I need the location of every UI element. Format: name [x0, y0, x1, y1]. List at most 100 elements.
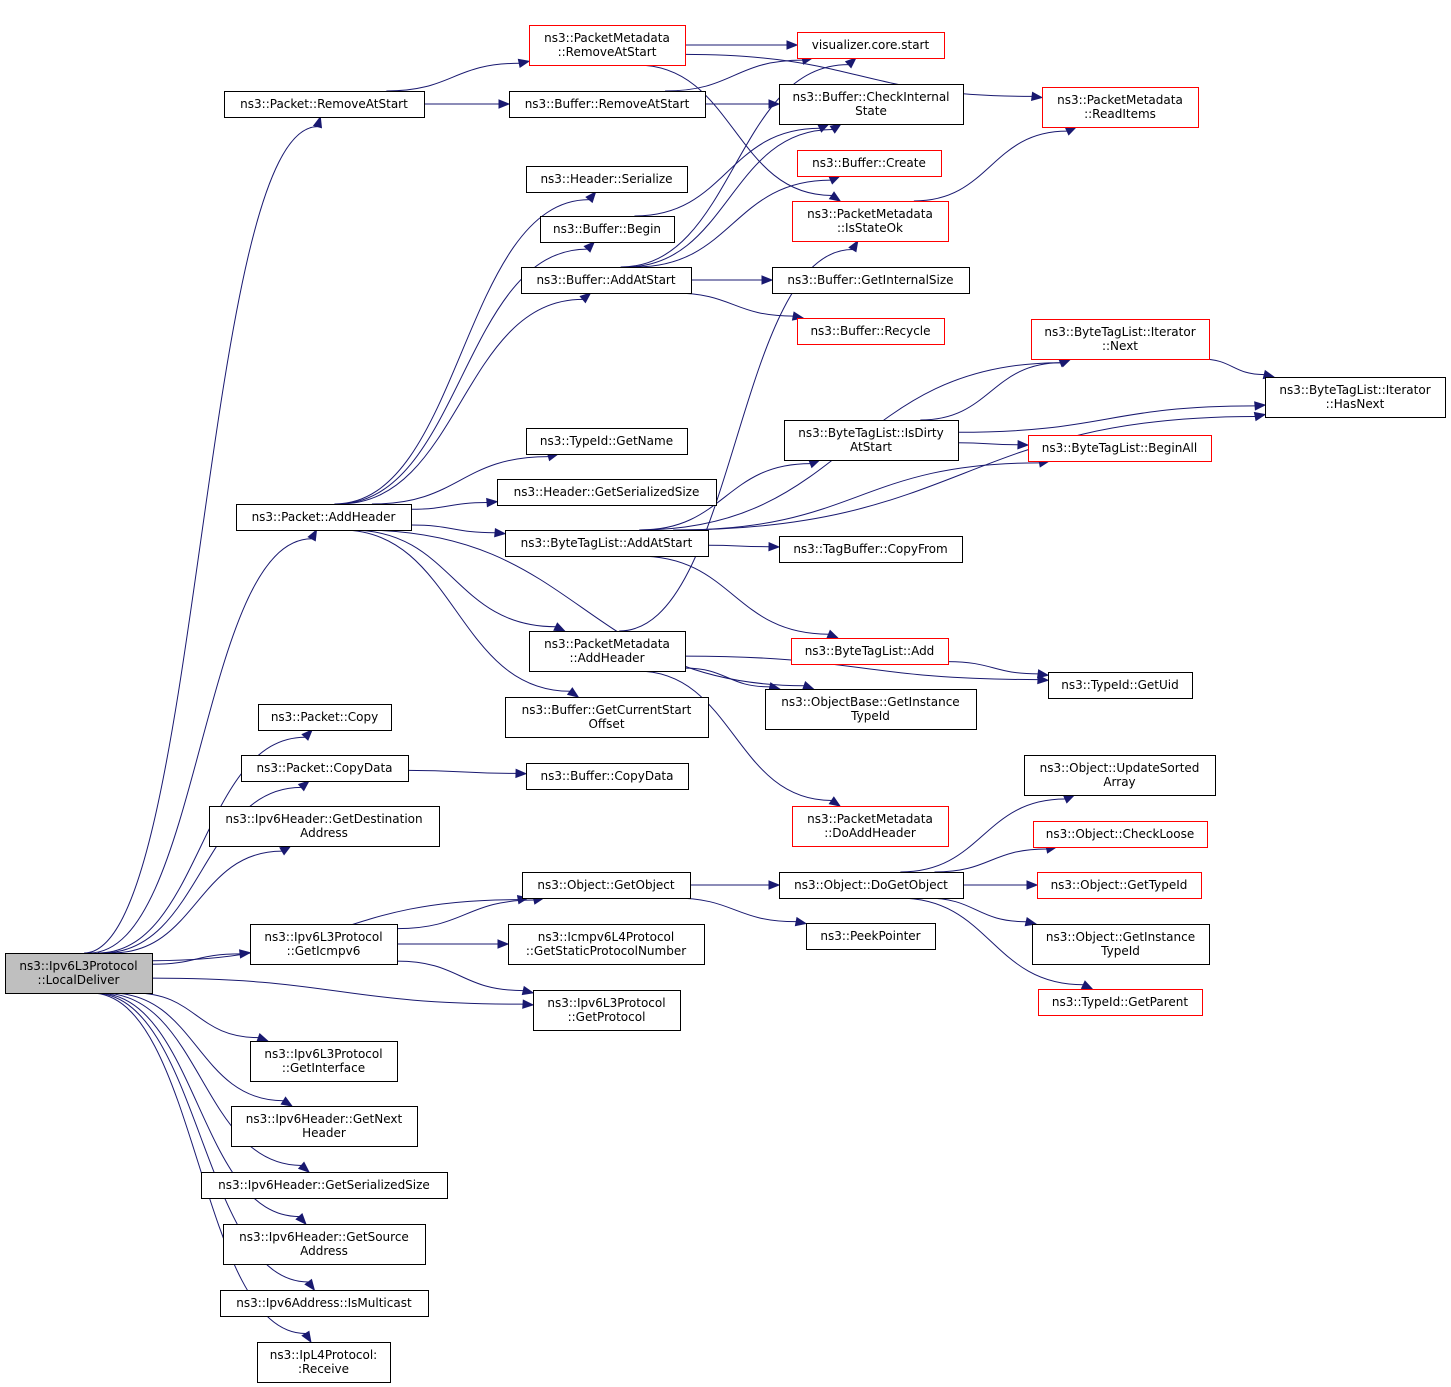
edge-localdeliver-to-ipv6hdr_getnext [110, 992, 284, 1102]
node-box [529, 631, 686, 672]
node-label: ns3::Ipv6L3Protocol [264, 930, 382, 944]
graph-node-pkt-copydata[interactable]: ns3::Packet::CopyData [241, 755, 409, 782]
node-box [526, 166, 688, 193]
node-box [792, 806, 949, 847]
edge-pkt_addheader-to-objbase_getinst [360, 529, 805, 687]
node-label: TypeId [1100, 944, 1140, 958]
graph-node-viz-start[interactable]: visualizer.core.start [797, 32, 945, 59]
graph-node-obj-checkloose[interactable]: ns3::Object::CheckLoose [1033, 821, 1208, 848]
graph-node-buf-begin[interactable]: ns3::Buffer::Begin [540, 216, 675, 243]
node-label: ns3::PacketMetadata [807, 207, 933, 221]
graph-node-ipv6l3-geticmpv6[interactable]: ns3::Ipv6L3Protocol::GetIcmpv6 [250, 924, 398, 965]
graph-node-buf-addatstart[interactable]: ns3::Buffer::AddAtStart [521, 267, 692, 294]
arrowhead [1254, 401, 1267, 411]
graph-node-ipv6l3-getinterface[interactable]: ns3::Ipv6L3Protocol::GetInterface [250, 1041, 398, 1082]
graph-node-pkt-addheader[interactable]: ns3::Packet::AddHeader [236, 504, 412, 531]
node-box [241, 755, 409, 782]
node-box [497, 479, 717, 506]
graph-node-typeid-getparent[interactable]: ns3::TypeId::GetParent [1038, 989, 1203, 1016]
arrowhead [280, 1096, 294, 1107]
graph-node-hdr-serialize[interactable]: ns3::Header::Serialize [526, 166, 688, 193]
edge-obj_getobject-to-peekpointer [673, 897, 797, 923]
graph-node-pmd-doaddheader[interactable]: ns3::PacketMetadata::DoAddHeader [792, 806, 949, 847]
arrowhead [585, 190, 597, 204]
graph-node-ipl4-receive[interactable]: ns3::IpL4Protocol::Receive [257, 1342, 391, 1383]
graph-node-buf-recycle[interactable]: ns3::Buffer::Recycle [797, 318, 945, 345]
graph-node-obj-getobject[interactable]: ns3::Object::GetObject [522, 872, 691, 899]
edge-obj_dogetobject-to-obj_checkloose [934, 848, 1047, 873]
graph-node-pmd-isstateok[interactable]: ns3::PacketMetadata::IsStateOk [792, 201, 949, 242]
edge-pkt_addheader-to-buf_getcurstart [341, 529, 571, 692]
graph-node-typeid-getuid[interactable]: ns3::TypeId::GetUid [1048, 672, 1193, 699]
edge-ipv6l3_geticmpv6-to-ipv6l3_getprotocol [396, 960, 524, 992]
graph-node-localdeliver[interactable]: ns3::Ipv6L3Protocol::LocalDeliver [5, 953, 153, 994]
graph-node-btl-beginall[interactable]: ns3::ByteTagList::BeginAll [1028, 435, 1212, 462]
graph-node-pkt-copy[interactable]: ns3::Packet::Copy [258, 704, 392, 731]
node-box [250, 924, 398, 965]
graph-node-pmd-removeatstart[interactable]: ns3::PacketMetadata::RemoveAtStart [529, 25, 686, 66]
node-label: ns3::Header::Serialize [540, 172, 672, 186]
node-label: ns3::PacketMetadata [807, 812, 933, 826]
graph-node-buf-removeatstart[interactable]: ns3::Buffer::RemoveAtStart [509, 91, 706, 118]
node-box [797, 32, 945, 59]
graph-node-buf-create[interactable]: ns3::Buffer::Create [797, 150, 942, 177]
arrowhead [794, 916, 808, 927]
arrowhead [279, 845, 292, 856]
graph-node-obj-dogetobject[interactable]: ns3::Object::DoGetObject [779, 872, 964, 899]
node-box [797, 318, 945, 345]
edge-localdeliver-to-ipv6hdr_getsersize [101, 992, 302, 1166]
node-label: ns3::ObjectBase::GetInstance [781, 695, 959, 709]
node-label: ns3::PacketMetadata [544, 637, 670, 651]
edge-pkt_addheader-to-pmd_addheader [351, 529, 556, 628]
graph-node-buf-getinternalsize[interactable]: ns3::Buffer::GetInternalSize [772, 267, 970, 294]
graph-node-peekpointer[interactable]: ns3::PeekPointer [806, 923, 936, 950]
node-box [258, 704, 392, 731]
arrowhead [1017, 439, 1030, 450]
graph-node-btl-it-next[interactable]: ns3::ByteTagList::Iterator::Next [1031, 319, 1210, 360]
node-label: ::Next [1102, 339, 1138, 353]
node-label: ns3::Object::GetTypeId [1051, 878, 1188, 892]
node-box [779, 536, 963, 563]
node-label: ::ReadItems [1084, 107, 1156, 121]
node-label: AtStart [850, 440, 892, 454]
node-label: ns3::Buffer::GetInternalSize [787, 273, 953, 287]
graph-node-icmpv6-getstatic[interactable]: ns3::Icmpv6L4Protocol::GetStaticProtocol… [508, 924, 705, 965]
graph-node-pmd-readitems[interactable]: ns3::PacketMetadata::ReadItems [1042, 87, 1199, 128]
arrowhead [522, 999, 535, 1009]
graph-node-ipv6addr-ismulticast[interactable]: ns3::Ipv6Address::IsMulticast [220, 1290, 429, 1317]
node-box [779, 872, 964, 899]
node-box [526, 428, 688, 455]
graph-node-btl-add[interactable]: ns3::ByteTagList::Add [791, 638, 949, 665]
edge-btl_isdirty-to-btl_it_next [920, 362, 1062, 421]
node-box [533, 990, 681, 1031]
node-box [522, 872, 691, 899]
graph-node-pkt-removeatstart[interactable]: ns3::Packet::RemoveAtStart [224, 91, 425, 118]
graph-node-obj-gettypeid[interactable]: ns3::Object::GetTypeId [1037, 872, 1202, 899]
edge-btl_addatstart-to-btl_isdirty [639, 463, 811, 531]
node-box [220, 1290, 429, 1317]
graph-node-ipv6l3-getprotocol[interactable]: ns3::Ipv6L3Protocol::GetProtocol [533, 990, 681, 1031]
node-box [1032, 924, 1210, 965]
graph-node-typeid-getname[interactable]: ns3::TypeId::GetName [526, 428, 688, 455]
node-box [201, 1172, 448, 1199]
graph-node-hdr-getsersize[interactable]: ns3::Header::GetSerializedSize [497, 479, 717, 506]
graph-node-buf-copydata[interactable]: ns3::Buffer::CopyData [526, 763, 689, 790]
graph-node-tagbuf-copyfrom[interactable]: ns3::TagBuffer::CopyFrom [779, 536, 963, 563]
arrowhead [494, 527, 507, 538]
graph-node-btl-it-hasnext[interactable]: ns3::ByteTagList::Iterator::HasNext [1265, 377, 1446, 418]
node-label: ::RemoveAtStart [558, 45, 657, 59]
arrowhead [802, 681, 815, 690]
graph-node-pmd-addheader[interactable]: ns3::PacketMetadata::AddHeader [529, 631, 686, 672]
node-label: ns3::Ipv6L3Protocol [19, 959, 137, 973]
graph-node-ipv6hdr-getsersize[interactable]: ns3::Ipv6Header::GetSerializedSize [201, 1172, 448, 1199]
graph-node-btl-addatstart[interactable]: ns3::ByteTagList::AddAtStart [505, 530, 709, 557]
